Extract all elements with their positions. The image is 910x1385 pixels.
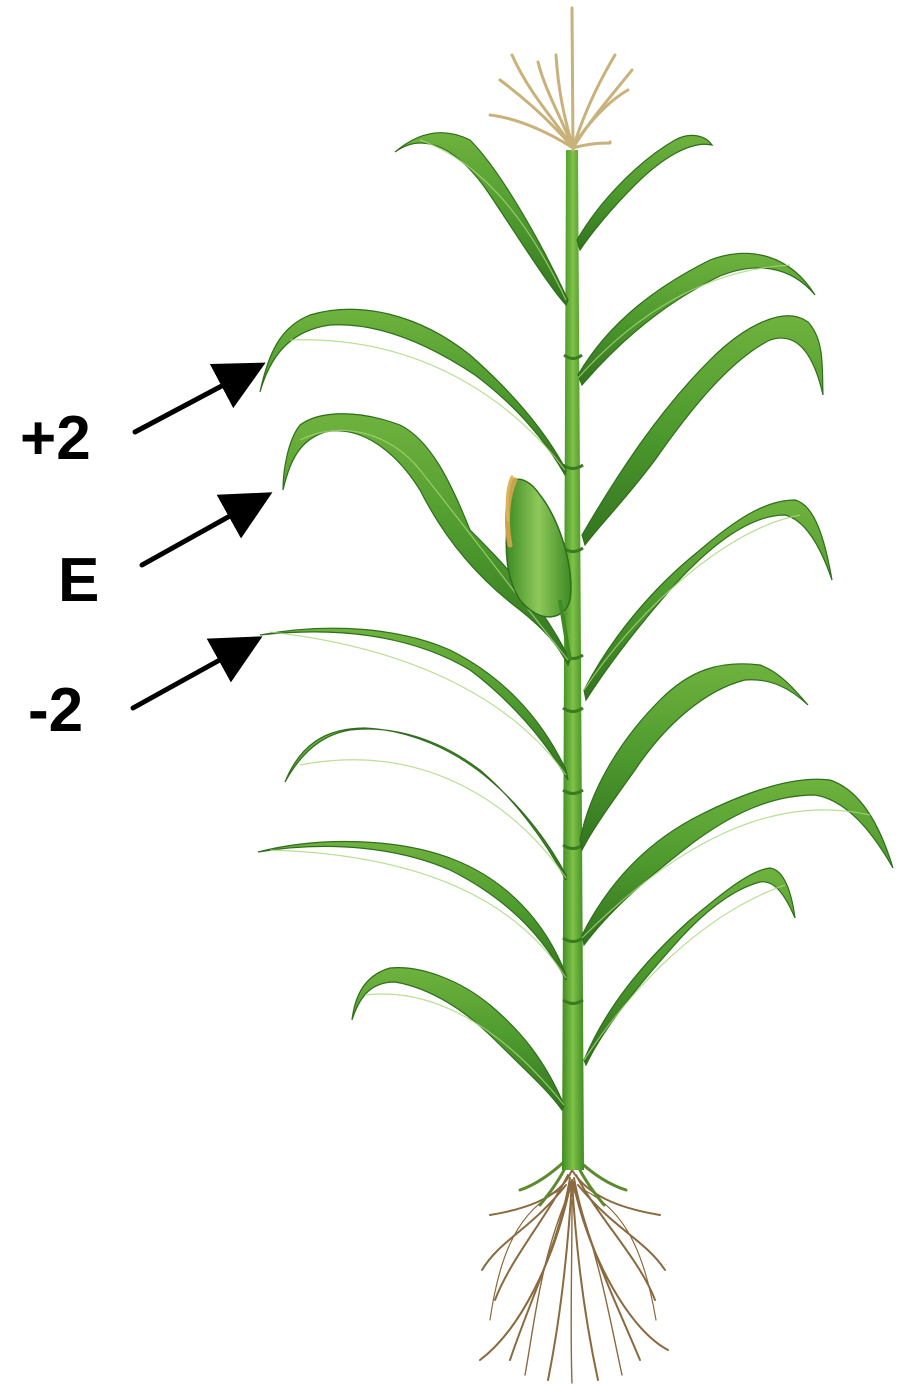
label-ear-leaf: E bbox=[58, 550, 99, 612]
leaf-lower-left-2 bbox=[258, 842, 566, 980]
annotation-arrows bbox=[133, 372, 255, 708]
tassel bbox=[490, 8, 632, 150]
label-minus-two-leaf: -2 bbox=[28, 680, 83, 742]
corn-ear bbox=[506, 477, 571, 660]
leaf-minus2 bbox=[260, 628, 568, 780]
arrow-ear-leaf bbox=[142, 502, 255, 565]
leaf-lower-right-2 bbox=[582, 779, 893, 945]
leaf-top-right bbox=[577, 135, 712, 250]
leaf-bottom-left bbox=[352, 968, 564, 1110]
roots bbox=[480, 1170, 668, 1383]
leaf-top-left bbox=[395, 133, 568, 305]
label-plus-two-leaf: +2 bbox=[20, 408, 91, 470]
arrow-minus2 bbox=[133, 646, 245, 708]
arrow-plus2 bbox=[135, 372, 248, 432]
